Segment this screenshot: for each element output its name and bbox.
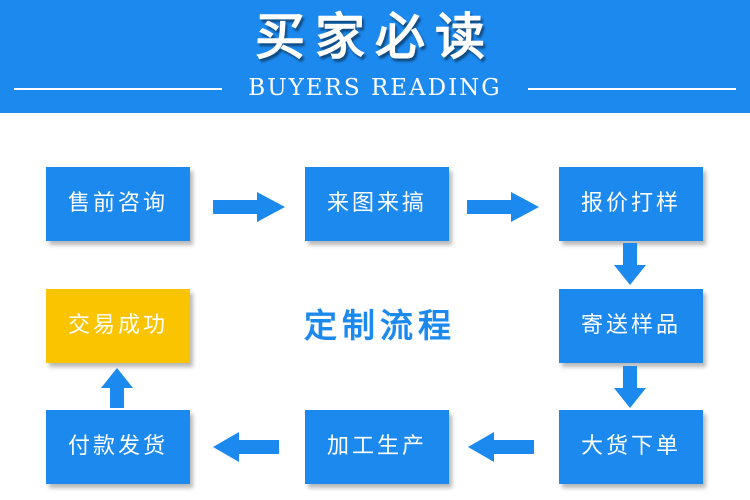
arrow-left-icon — [468, 432, 534, 462]
divider-right — [528, 88, 736, 90]
header-banner: 买家必读 BUYERS READING — [0, 0, 750, 113]
step-send-design: 来图来搞 — [305, 167, 449, 241]
step-deal-complete: 交易成功 — [46, 289, 190, 363]
step-production: 加工生产 — [305, 410, 449, 484]
page-title: 买家必读 — [255, 8, 495, 66]
process-label: 定制流程 — [304, 306, 456, 345]
step-bulk-order: 大货下单 — [559, 410, 703, 484]
step-ship-samples: 寄送样品 — [559, 289, 703, 363]
arrow-right-icon — [467, 192, 539, 222]
page-subtitle: BUYERS READING — [248, 75, 502, 101]
step-quote-sample: 报价打样 — [559, 167, 703, 241]
arrow-down-icon — [614, 243, 646, 285]
divider-left — [14, 88, 222, 90]
arrow-down-icon — [614, 366, 646, 408]
arrow-up-icon — [101, 368, 133, 408]
step-presale-consult: 售前咨询 — [46, 167, 190, 241]
step-payment-delivery: 付款发货 — [46, 410, 190, 484]
arrow-right-icon — [213, 192, 285, 222]
arrow-left-icon — [213, 432, 279, 462]
